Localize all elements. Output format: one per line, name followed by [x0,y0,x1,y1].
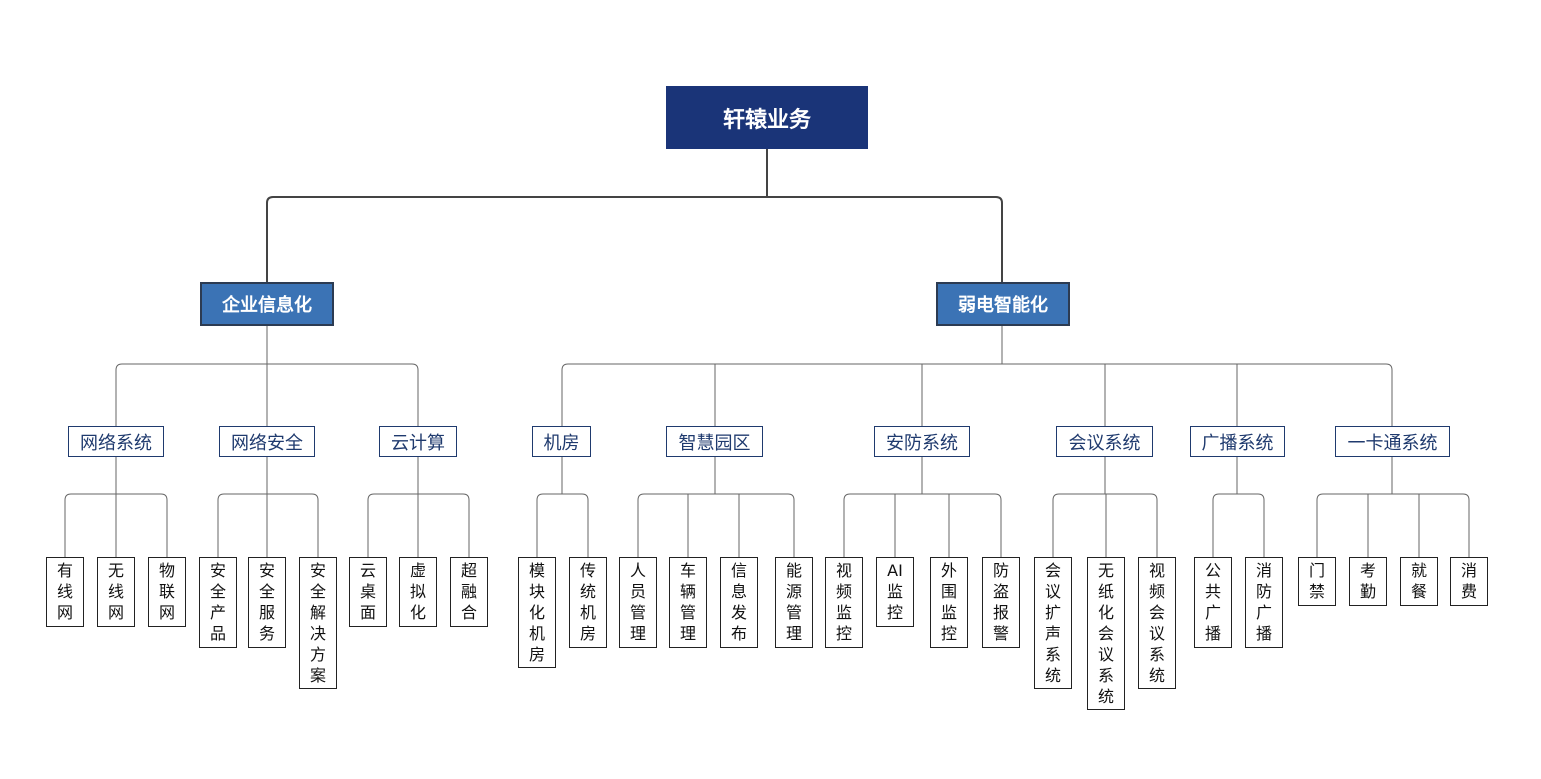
leaf-node: 视频会议系统 [1138,557,1176,689]
group-node-network-system: 网络系统 [68,426,164,457]
leaf-node: 考勤 [1349,557,1387,606]
leaf-node: 安全解决方案 [299,557,337,689]
group-node-conference-system: 会议系统 [1056,426,1153,457]
leaf-node: 门禁 [1298,557,1336,606]
leaf-node: 模块化机房 [518,557,556,668]
leaf-node: 虚拟化 [399,557,437,627]
leaf-node: 能源管理 [775,557,813,648]
leaf-node: 消费 [1450,557,1488,606]
leaf-node: 人员管理 [619,557,657,648]
leaf-node: 消防广播 [1245,557,1283,648]
group-node-cloud-computing: 云计算 [379,426,457,457]
leaf-node: 公共广播 [1194,557,1232,648]
leaf-node: 防盗报警 [982,557,1020,648]
leaf-node: 会议扩声系统 [1034,557,1072,689]
leaf-node: 传统机房 [569,557,607,648]
leaf-node: 就餐 [1400,557,1438,606]
leaf-node: 有线网 [46,557,84,627]
leaf-node: 安全产品 [199,557,237,648]
group-node-broadcast-system: 广播系统 [1190,426,1285,457]
leaf-node: 安全服务 [248,557,286,648]
group-node-card-system: 一卡通系统 [1335,426,1450,457]
leaf-node: 云桌面 [349,557,387,627]
leaf-node: 视频监控 [825,557,863,648]
leaf-node: 外围监控 [930,557,968,648]
group-node-network-security: 网络安全 [219,426,315,457]
leaf-node: 超融合 [450,557,488,627]
group-node-security-system: 安防系统 [874,426,970,457]
leaf-node: 无线网 [97,557,135,627]
group-node-data-center: 机房 [532,426,591,457]
root-node: 轩辕业务 [666,86,868,149]
branch-node-intelligent-weak-current: 弱电智能化 [936,282,1070,326]
leaf-node: 物联网 [148,557,186,627]
leaf-node: 信息发布 [720,557,758,648]
group-node-smart-park: 智慧园区 [666,426,763,457]
leaf-node: 无纸化会议系统 [1087,557,1125,710]
branch-node-enterprise-it: 企业信息化 [200,282,334,326]
leaf-node: 车辆管理 [669,557,707,648]
